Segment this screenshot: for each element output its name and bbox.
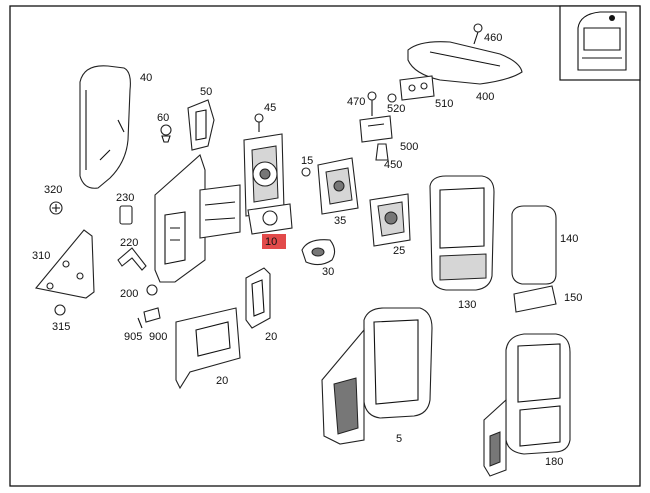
part-450-pin	[375, 143, 389, 161]
label-320: 320	[44, 184, 62, 196]
label-900: 900	[149, 331, 167, 343]
label-500: 500	[400, 141, 418, 153]
part-20-upper-trim	[245, 267, 271, 329]
part-130-mirror-base	[429, 175, 495, 291]
label-5: 5	[396, 433, 402, 445]
label-60: 60	[157, 112, 169, 124]
part-30-turn-signal	[301, 239, 336, 266]
label-35: 35	[334, 215, 346, 227]
part-315-clip	[54, 304, 66, 316]
label-15: 15	[301, 155, 313, 167]
label-20-upper: 20	[265, 331, 277, 343]
part-10-mirror-glass-adjuster-group	[154, 133, 293, 283]
part-60-screw	[160, 124, 172, 143]
part-15-bolt	[301, 167, 311, 177]
label-25: 25	[393, 245, 405, 257]
label-315: 315	[52, 321, 70, 333]
part-200-nut	[146, 284, 158, 296]
part-400-arm-cover	[407, 41, 523, 85]
label-520: 520	[387, 103, 405, 115]
highlight-box	[262, 234, 286, 249]
label-310: 310	[32, 250, 50, 262]
vehicle-thumbnail	[559, 5, 641, 81]
label-905: 905	[124, 331, 142, 343]
part-500-mount-bracket	[359, 115, 393, 143]
part-150-lower-glass	[513, 285, 557, 313]
part-310-triangle-cover	[34, 229, 95, 299]
label-130: 130	[458, 299, 476, 311]
label-450: 450	[384, 159, 402, 171]
part-5-mirror-housing-assembly	[321, 307, 433, 445]
label-20-lower: 20	[216, 375, 228, 387]
label-510: 510	[435, 98, 453, 110]
label-470: 470	[347, 96, 365, 108]
label-230: 230	[116, 192, 134, 204]
label-150: 150	[564, 292, 582, 304]
part-140-mirror-glass	[511, 205, 557, 285]
label-460: 460	[484, 32, 502, 44]
part-900-905-fasteners	[137, 307, 161, 329]
label-10: 10	[265, 236, 277, 248]
label-180: 180	[545, 456, 563, 468]
label-200: 200	[120, 288, 138, 300]
part-40-mirror-cover	[79, 65, 131, 189]
part-20-lower-trim	[175, 307, 241, 390]
label-400: 400	[476, 91, 494, 103]
label-30: 30	[322, 266, 334, 278]
part-470-screw	[367, 91, 377, 116]
part-45-screw	[254, 113, 264, 132]
part-520-nut	[387, 93, 397, 103]
diagram-frame	[9, 5, 641, 487]
part-510-bracket	[399, 75, 435, 101]
part-35-bracket-plate	[317, 157, 359, 215]
part-320-clip	[49, 201, 63, 215]
part-460-screw	[473, 23, 483, 45]
label-45: 45	[264, 102, 276, 114]
part-230-sleeve	[119, 205, 133, 225]
label-140: 140	[560, 233, 578, 245]
part-25-adjuster-plate	[369, 193, 411, 247]
label-40: 40	[140, 72, 152, 84]
label-220: 220	[120, 237, 138, 249]
label-50: 50	[200, 86, 212, 98]
part-50-cover-plate	[187, 99, 215, 151]
part-220-bracket	[117, 247, 147, 271]
part-180-mirror-assembly	[483, 333, 571, 477]
